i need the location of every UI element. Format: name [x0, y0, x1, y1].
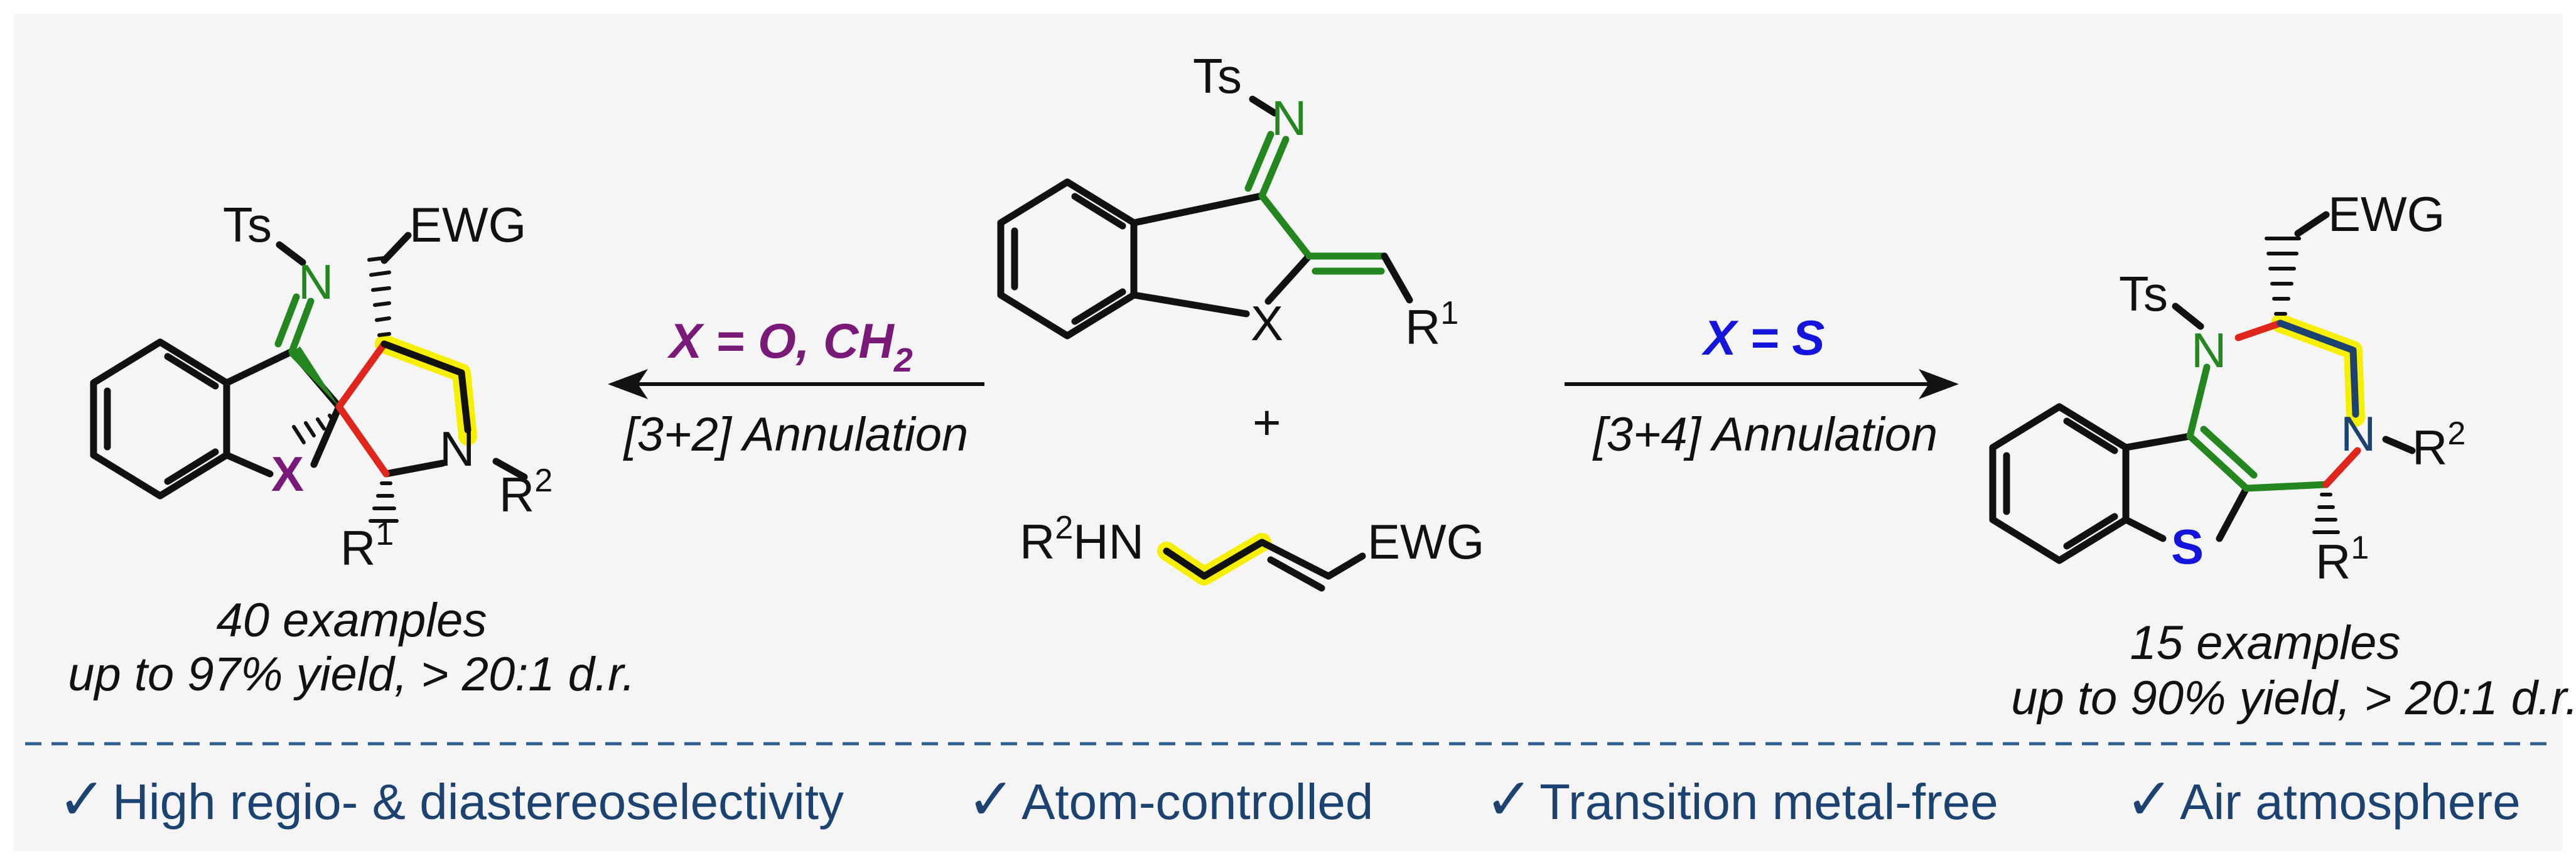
feature-list: ✓High regio- & diastereoselectivity ✓Ato…	[58, 768, 2521, 832]
diazepine-n2-label: N	[2341, 406, 2376, 461]
amine-ewg-label: EWG	[1367, 514, 1484, 569]
imine-reactant	[997, 95, 1413, 340]
imine-n-label: N	[1271, 90, 1307, 146]
diazepine-red-ring-bond	[2322, 447, 2361, 488]
right-arrow-annulation: [3+4] Annulation	[1592, 408, 1938, 461]
left-examples: 40 examples	[217, 594, 487, 647]
spiro-ts-label: Ts	[223, 197, 272, 252]
spiro-bonds	[223, 232, 528, 481]
imine-x-label: X	[1251, 296, 1283, 351]
right-examples: 15 examples	[2130, 616, 2401, 670]
spiro-n-label: N	[298, 254, 333, 309]
right-arrow-condition: X = S	[1701, 310, 1825, 365]
spiro-product	[90, 232, 528, 523]
feature-item: ✓High regio- & diastereoselectivity	[58, 768, 844, 832]
checkmark-icon: ✓	[1485, 768, 1533, 832]
feature-item: ✓Atom-controlled	[967, 768, 1373, 832]
diazepine-product	[1989, 211, 2416, 564]
checkmark-icon: ✓	[2125, 768, 2174, 832]
diazepine-ts-label: Ts	[2119, 266, 2168, 321]
amine-bonds	[1163, 538, 1366, 592]
spiro-n2-label: N	[439, 421, 475, 476]
left-arrow-annulation: [3+2] Annulation	[623, 408, 969, 461]
diazepine-r2-label: R2	[2412, 415, 2466, 475]
background-panel	[14, 14, 2562, 851]
right-reaction-arrow	[1565, 369, 1959, 399]
left-arrow-condition: X = O, CH2	[667, 313, 913, 379]
spiro-r1-label: R1	[340, 516, 394, 576]
spiro-r2-label: R2	[499, 463, 552, 522]
five-ring-bonds	[1130, 95, 1413, 318]
left-reaction-arrow	[608, 369, 984, 399]
diazepine-n-label: N	[2191, 323, 2226, 378]
diazepine-ewg-label: EWG	[2328, 186, 2445, 242]
right-yield: up to 90% yield, > 20:1 d.r.	[2011, 672, 2576, 725]
imine-ts-label: Ts	[1193, 48, 1242, 104]
diazepine-s-label: S	[2171, 519, 2204, 574]
spiro-x-label: X	[271, 446, 304, 501]
checkmark-icon: ✓	[967, 768, 1015, 832]
spiro-wedge	[289, 346, 339, 407]
diazepine-hash-bonds	[2265, 237, 2340, 534]
diazepine-r1-label: R1	[2315, 530, 2369, 589]
feature-item: ✓Air atmosphere	[2125, 768, 2521, 832]
left-yield: up to 97% yield, > 20:1 d.r.	[68, 648, 635, 701]
spiro-ewg-label: EWG	[409, 197, 526, 252]
plus-sign: +	[1253, 395, 1281, 450]
feature-item: ✓Transition metal-free	[1485, 768, 1998, 832]
diazepine-bonds	[2122, 211, 2416, 542]
checkmark-icon: ✓	[58, 768, 106, 832]
imine-r1-label: R1	[1405, 295, 1458, 355]
spiro-hash-bonds	[292, 255, 399, 523]
amine-r2hn-label: R2HN	[1020, 510, 1144, 569]
amine-reactant	[1157, 533, 1366, 592]
